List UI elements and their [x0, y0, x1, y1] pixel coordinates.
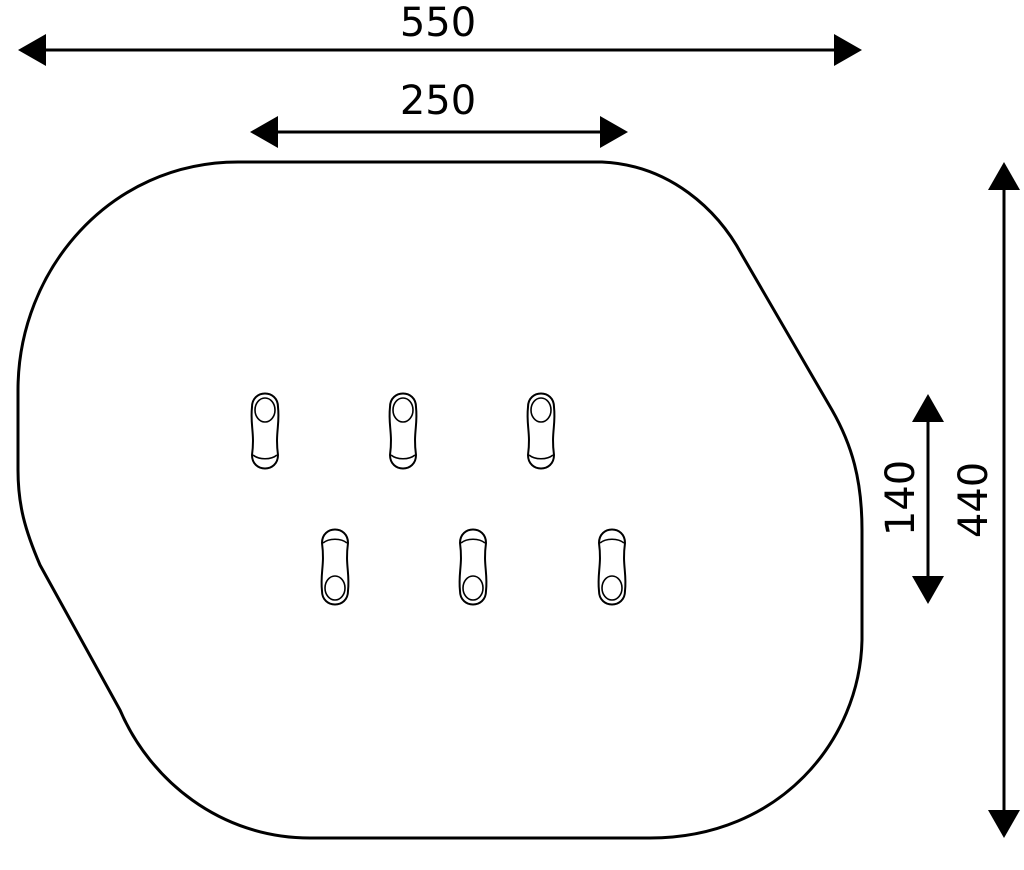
- row-spacing-arrow-top: [912, 394, 944, 422]
- peg: [526, 392, 556, 470]
- overall-depth-arrow-bottom: [988, 810, 1020, 838]
- peg: [250, 392, 280, 470]
- overall-depth-label: 440: [951, 462, 997, 538]
- overall-width-dimension: 550: [18, 0, 862, 66]
- peg: [458, 528, 488, 606]
- row-spacing-dimension: 140: [878, 394, 944, 604]
- peg: [597, 528, 627, 606]
- row-spacing-arrow-bottom: [912, 576, 944, 604]
- peg: [320, 528, 350, 606]
- top-edge-width-arrow-left: [250, 116, 278, 148]
- peg-row-top: [250, 392, 556, 470]
- peg-row-bottom: [320, 528, 627, 606]
- top-edge-width-arrow-right: [600, 116, 628, 148]
- peg: [388, 392, 418, 470]
- overall-depth-dimension: 440: [951, 162, 1020, 838]
- row-spacing-label: 140: [878, 460, 924, 536]
- overall-width-label: 550: [400, 0, 476, 46]
- top-edge-width-label: 250: [400, 78, 476, 124]
- top-edge-width-dimension: 250: [250, 78, 628, 148]
- overall-width-arrow-left: [18, 34, 46, 66]
- overall-depth-arrow-top: [988, 162, 1020, 190]
- area-outline: [16, 160, 864, 840]
- overall-width-arrow-right: [834, 34, 862, 66]
